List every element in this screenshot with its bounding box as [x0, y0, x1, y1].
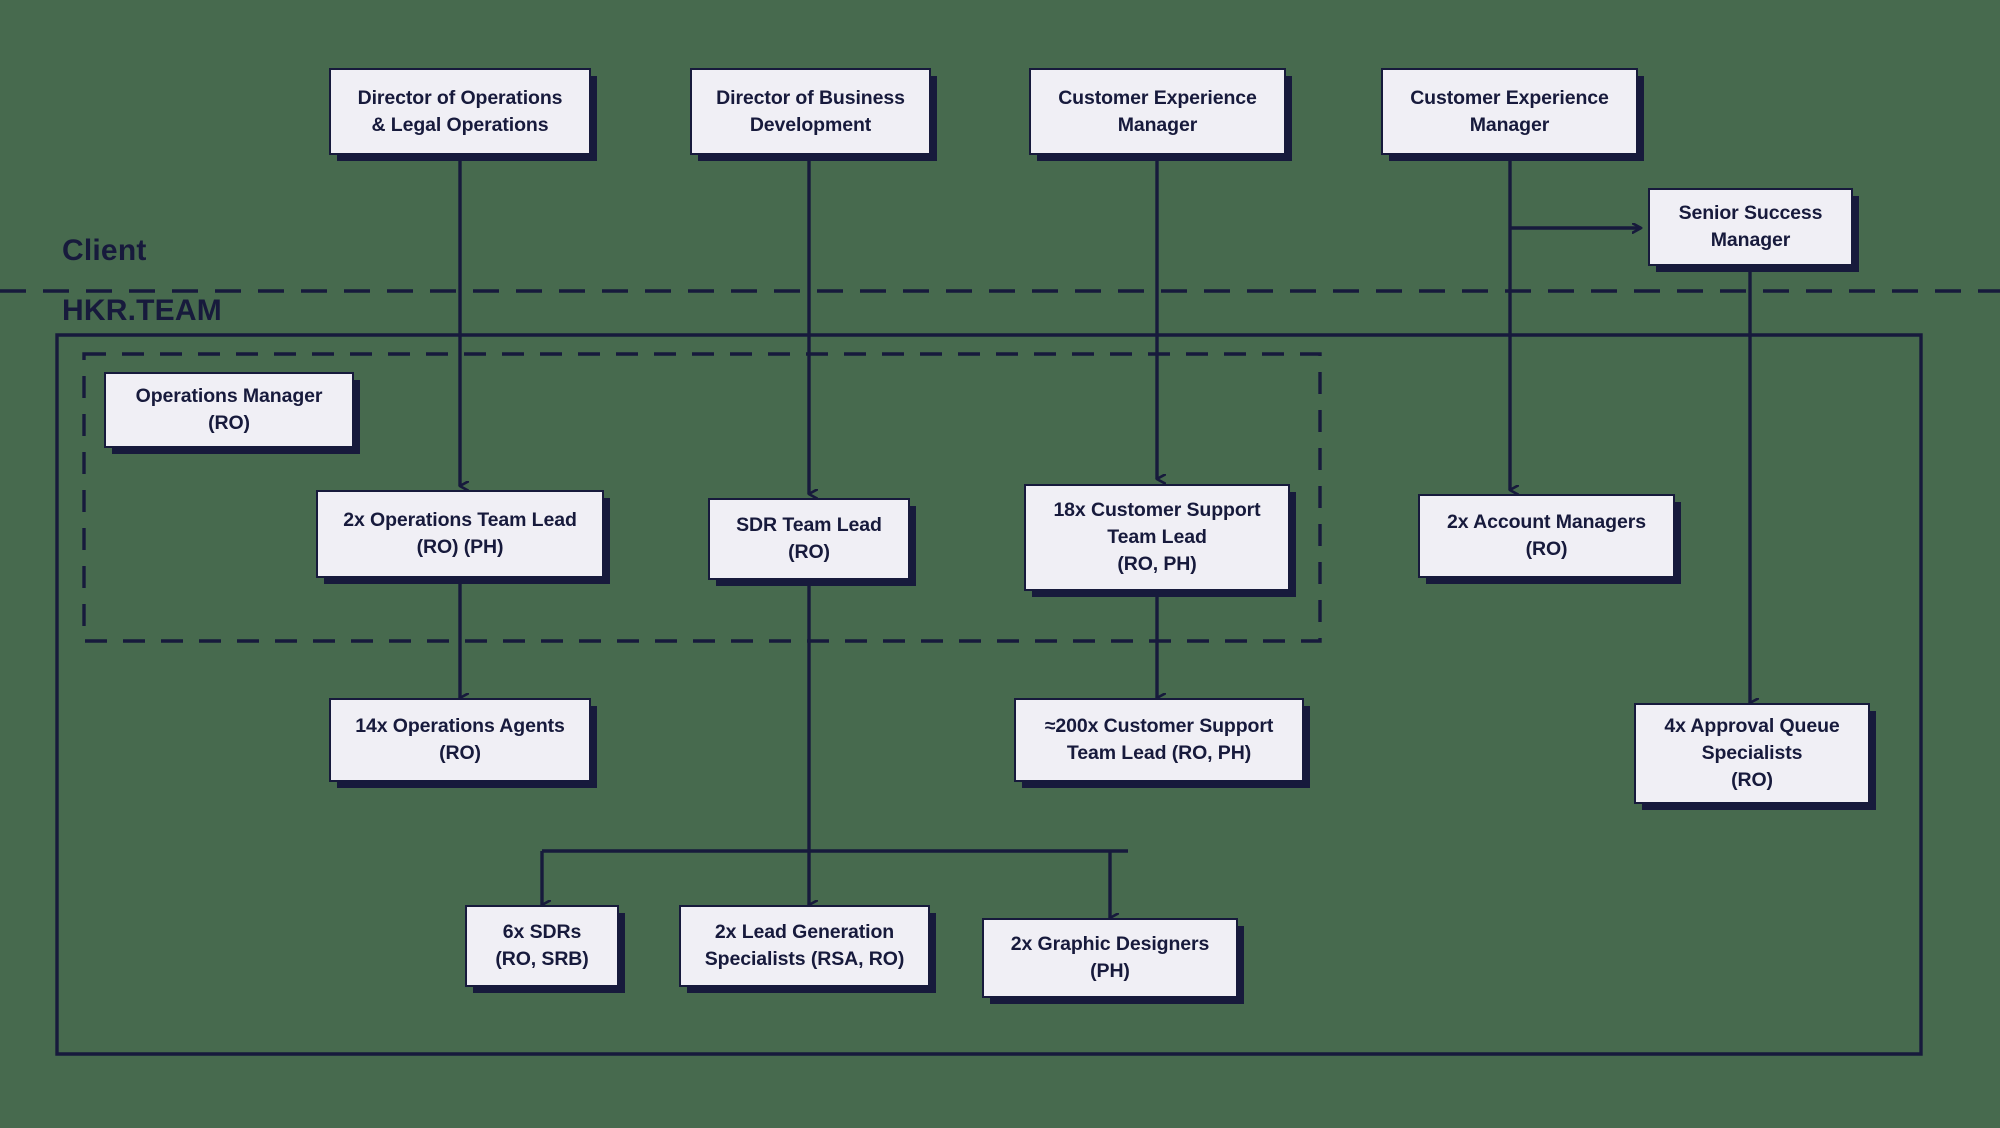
node-customer-experience-manager-1[interactable]: Customer Experience Manager	[1029, 68, 1286, 155]
node-graphic-designers[interactable]: 2x Graphic Designers (PH)	[982, 918, 1238, 998]
node-lead-generation-specialists[interactable]: 2x Lead Generation Specialists (RSA, RO)	[679, 905, 930, 987]
node-sdrs[interactable]: 6x SDRs (RO, SRB)	[465, 905, 619, 987]
node-sdr-team-lead[interactable]: SDR Team Lead (RO)	[708, 498, 910, 580]
node-customer-experience-manager-2[interactable]: Customer Experience Manager	[1381, 68, 1638, 155]
node-account-managers[interactable]: 2x Account Managers (RO)	[1418, 494, 1675, 578]
zone-label-client: Client	[62, 234, 147, 267]
node-director-of-business-development[interactable]: Director of Business Development	[690, 68, 931, 155]
node-customer-support-team-lead[interactable]: 18x Customer Support Team Lead (RO, PH)	[1024, 484, 1290, 591]
node-operations-team-lead[interactable]: 2x Operations Team Lead (RO) (PH)	[316, 490, 604, 578]
zone-label-hkr-team: HKR.TEAM	[62, 294, 222, 327]
node-senior-success-manager[interactable]: Senior Success Manager	[1648, 188, 1853, 266]
node-director-of-operations[interactable]: Director of Operations & Legal Operation…	[329, 68, 591, 155]
node-operations-agents[interactable]: 14x Operations Agents (RO)	[329, 698, 591, 782]
node-customer-support-agents[interactable]: ≈200x Customer Support Team Lead (RO, PH…	[1014, 698, 1304, 782]
node-operations-manager[interactable]: Operations Manager (RO)	[104, 372, 354, 448]
node-approval-queue-specialists[interactable]: 4x Approval Queue Specialists (RO)	[1634, 703, 1870, 804]
